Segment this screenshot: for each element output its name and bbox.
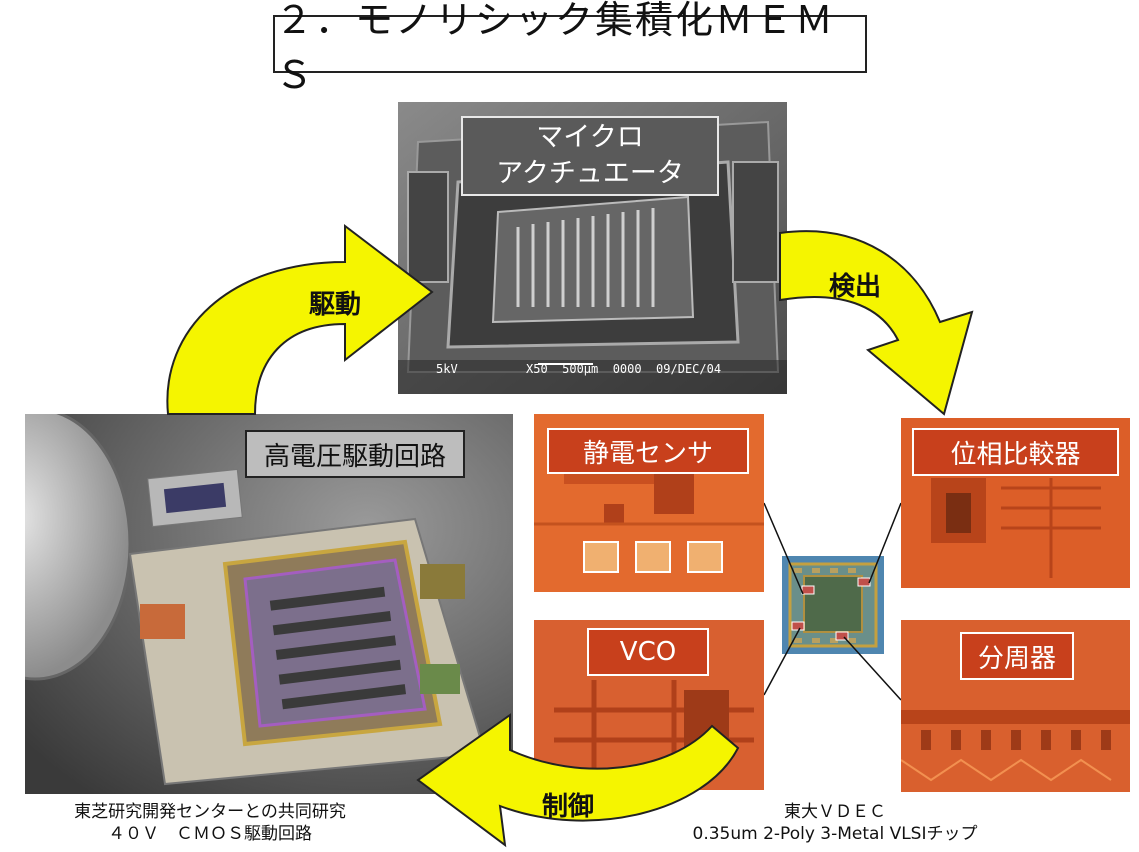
detect-arrow-label: 検出 [829,272,882,302]
right-caption-line2: 0.35um 2-Poly 3-Metal VLSIチップ [692,824,978,844]
phase-comparator-label: 位相比較器 [912,428,1119,476]
microactuator-label-line2: アクチュエータ [496,158,684,189]
right-caption-line1: 東大ＶＤＥＣ [784,802,886,822]
left-caption-line1: 東芝研究開発センターとの共同研究 [74,802,346,822]
drive-arrow [166,223,434,415]
microactuator-label-line1: マイクロ [536,122,644,153]
sem-info-kv: 5kV [436,362,458,376]
right-caption: 東大ＶＤＥＣ 0.35um 2-Poly 3-Metal VLSIチップ [650,801,1020,845]
left-caption-line2: ４０Ｖ ＣＭＯＳ駆動回路 [108,824,312,844]
connector-vco [763,627,801,696]
microactuator-label: マイクロ アクチュエータ [461,116,719,196]
drive-arrow-label: 駆動 [309,290,362,320]
control-arrow [416,713,740,848]
left-caption: 東芝研究開発センターとの共同研究 ４０Ｖ ＣＭＯＳ駆動回路 [40,801,380,845]
divider-label: 分周器 [960,632,1074,680]
hv-drive-circuit-label: 高電圧駆動回路 [245,430,465,478]
sensor-die-photo [534,414,764,592]
connector-divider [843,636,902,701]
vlsi-chip-photo [782,556,884,654]
connector-sensor [763,502,804,595]
connector-phase [868,502,902,584]
vlsi-chip-image [782,556,884,654]
detect-arrow [779,230,974,416]
sem-info-scale: X50 500μm 0000 09/DEC/04 [526,362,722,376]
vco-label: VCO [587,628,709,676]
sensor-label: 静電センサ [547,428,749,474]
control-arrow-label: 制御 [542,792,595,822]
